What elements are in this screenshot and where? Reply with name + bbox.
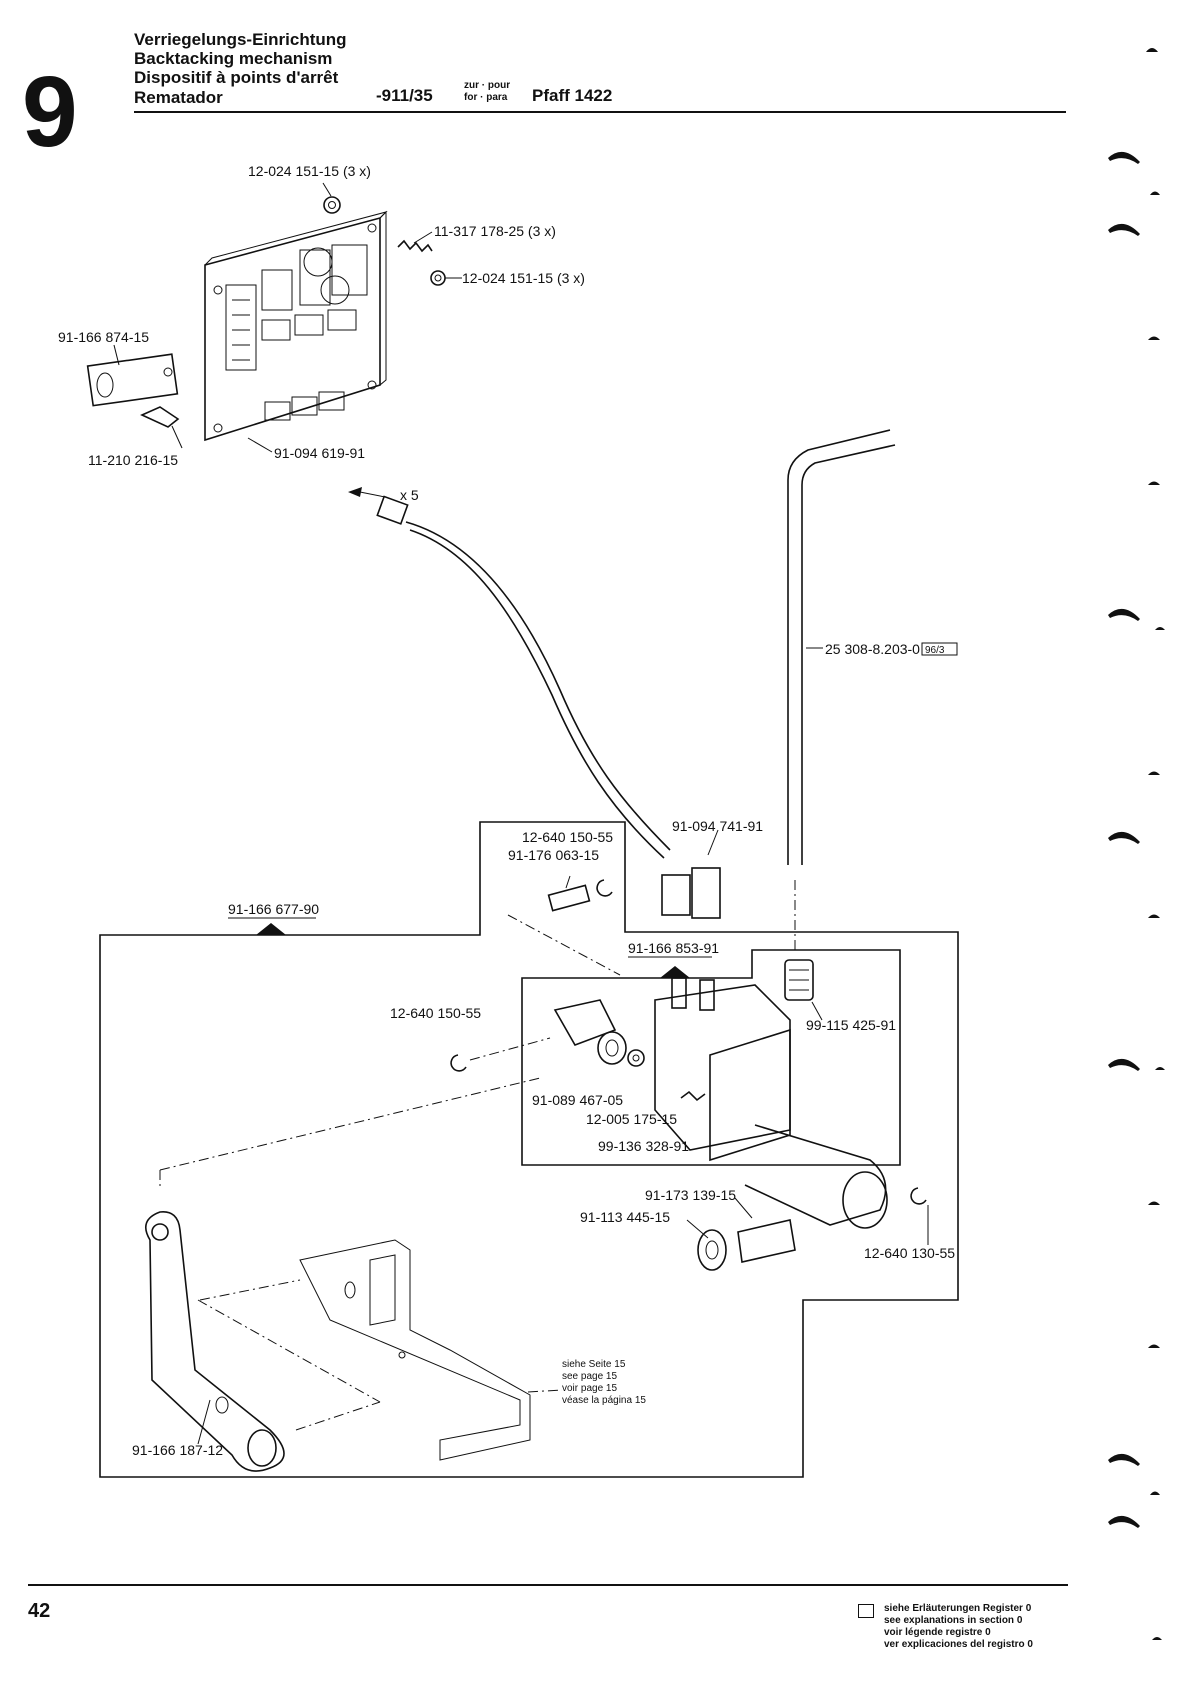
see-page-fr: voir page 15 [562,1383,617,1394]
footer-rule [28,1584,1068,1586]
legend-en: see explanations in section 0 [884,1615,1023,1626]
label-spring: 11-317 178-25 (3 x) [434,223,556,239]
clevis [553,999,627,1065]
label-x5: x 5 [400,487,419,503]
label-nipple: 91-173 139-15 [645,1187,736,1203]
cable-plug [376,495,409,525]
label-board: 91-094 619-91 [274,445,365,461]
label-ring-c: 12-640 130-55 [864,1245,955,1261]
page-number: 42 [28,1600,51,1622]
legend-symbol-box [858,1604,874,1618]
nut-right [430,270,446,286]
label-ring-a: 12-640 150-55 [522,829,613,845]
for-label-bottom: for · para [464,92,508,103]
machine-name: Pfaff 1422 [532,86,613,105]
model-code: -911/35 [376,86,433,105]
nut-small [627,1049,645,1067]
label-connector: 91-094 741-91 [672,818,763,834]
assembly-marker-main [256,923,286,935]
assembly-marker-valve [660,966,690,978]
washer [697,1229,727,1271]
retaining-ring-a [596,879,613,897]
header-rule [134,111,1066,113]
lever [144,1211,285,1472]
pneumatic-tube [787,429,891,865]
circuit-board [204,210,388,442]
label-screw: 11-210 216-15 [88,452,178,468]
label-assembly-main: 91-166 677-90 [228,901,319,917]
screw [140,406,180,428]
label-tube-ref: 96/3 [925,645,945,656]
label-pin: 91-176 063-15 [508,847,599,863]
mounting-plate [86,353,179,407]
label-fitting: 99-115 425-91 [806,1017,896,1033]
nipple [737,1219,796,1263]
title-spanish: Rematador [134,88,223,107]
see-page-es: véase la página 15 [562,1395,646,1406]
connector-b [691,867,721,919]
solenoid-valve [654,977,888,1229]
tube-ref-box [921,642,958,656]
title-english: Backtacking mechanism [134,49,333,68]
label-tube: 25 308-8.203-0 [825,641,920,657]
spring [397,239,433,253]
assembly-frame-valve [521,949,901,1166]
pin [547,884,591,912]
connector-a [661,874,691,916]
label-nut-right: 12-024 151-15 (3 x) [462,270,585,286]
label-nut-top: 12-024 151-15 (3 x) [248,163,371,179]
section-number: 9 [22,56,78,168]
label-clevis: 91-089 467-05 [532,1092,623,1108]
see-page-de: siehe Seite 15 [562,1359,626,1370]
cable [405,521,671,851]
label-valve-screw: 99-136 328-91 [598,1138,689,1154]
label-assembly-valve: 91-166 853-91 [628,940,719,956]
legend-de: siehe Erläuterungen Register 0 [884,1603,1032,1614]
see-page-en: see page 15 [562,1371,617,1382]
assembly-frame-main [99,821,959,1478]
label-plate: 91-166 874-15 [58,329,149,345]
retaining-ring-c [910,1187,927,1205]
legend-es: ver explicaciones del registro 0 [884,1639,1033,1650]
title-french: Dispositif à points d'arrêt [134,68,339,87]
retaining-ring-b [450,1054,467,1072]
valve-screw [680,1090,706,1102]
bracket [299,1239,531,1461]
label-lever: 91-166 187-12 [132,1442,223,1458]
binding-marks [1108,48,1165,1640]
label-ring-b: 12-640 150-55 [390,1005,481,1021]
legend-fr: voir légende registre 0 [884,1627,991,1638]
nut-top [323,196,341,214]
fitting [784,959,814,1001]
label-washer: 91-113 445-15 [580,1209,670,1225]
arrow-line [359,491,386,498]
for-label-top: zur · pour [464,80,511,91]
title-german: Verriegelungs-Einrichtung [134,30,347,49]
label-nut-small: 12-005 175-15 [586,1111,677,1127]
